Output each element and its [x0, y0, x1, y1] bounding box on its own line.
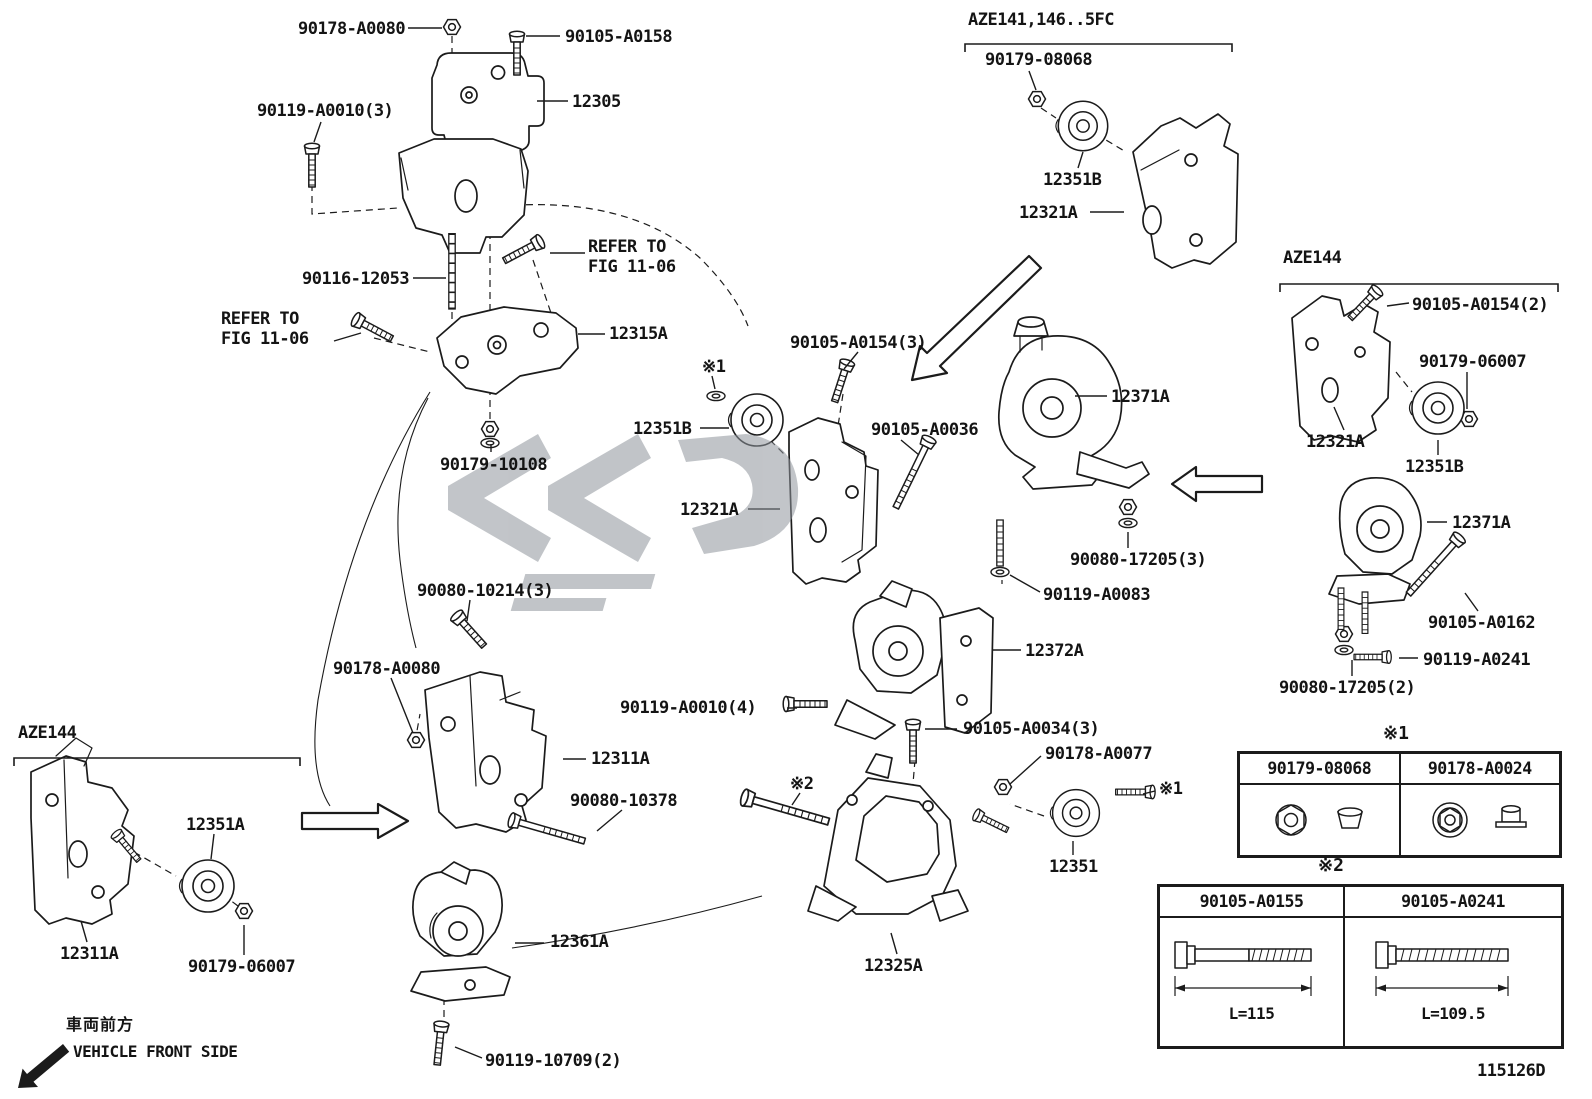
part-label-12321A-right: 12321A [1306, 432, 1365, 452]
refer-note-left: REFER TO FIG 11-06 [221, 309, 309, 350]
part-label-12315A: 12315A [609, 324, 668, 344]
bolt-length-label: L=115 [1228, 1004, 1275, 1023]
part-label-12351A: 12351A [186, 815, 245, 835]
part-label-90080-10214-3: 90080-10214(3) [417, 581, 554, 601]
part-label-90080-17205-2: 90080-17205(2) [1279, 678, 1416, 698]
part-label-90179-06007-left: 90179-06007 [188, 957, 296, 977]
table-icon-cell [1239, 784, 1400, 856]
vehicle-front-label-en: VEHICLE FRONT SIDE [73, 1042, 238, 1061]
figure-code: 115126D [1477, 1061, 1546, 1081]
part-drawing-12321A-right [1291, 295, 1391, 443]
flanged-nut-side-icon [1495, 805, 1527, 828]
part-label-12372A: 12372A [1025, 641, 1084, 661]
bolt-length-label: L=109.5 [1421, 1004, 1485, 1023]
part-label-90119-A0241: 90119-A0241 [1423, 650, 1531, 670]
header-brackets [13, 43, 1559, 766]
part-label-90178-A0077: 90178-A0077 [1045, 744, 1153, 764]
bolt-drawing [1375, 941, 1509, 996]
header-aze144-left: AZE144 [18, 723, 77, 743]
ref-mark-1-b: ※1 [1159, 779, 1183, 799]
part-label-90105-A0034-3: 90105-A0034(3) [963, 719, 1100, 739]
direction-arrow [300, 802, 410, 840]
table-icon-cell [1399, 784, 1560, 856]
part-label-90179-08068: 90179-08068 [985, 50, 1093, 70]
table-bolt-cell: L=109.5 [1344, 917, 1562, 1047]
part-label-90116-12053: 90116-12053 [302, 269, 410, 289]
hardware-table-1: 90179-08068 90178-A0024 [1237, 751, 1562, 858]
part-drawing-12311A-center [424, 671, 547, 833]
part-label-12351B-top: 12351B [1043, 170, 1102, 190]
part-label-12351: 12351 [1049, 857, 1098, 877]
watermark-logo [448, 434, 799, 611]
part-label-12371A-center: 12371A [1111, 387, 1170, 407]
part-label-12321A-center: 12321A [680, 500, 739, 520]
part-label-12351B-right: 12351B [1405, 457, 1464, 477]
table1-marker: ※1 [1383, 723, 1409, 744]
part-label-12325A: 12325A [864, 956, 923, 976]
table-part-number: 90178-A0024 [1399, 753, 1560, 784]
part-label-90179-06007-right: 90179-06007 [1419, 352, 1527, 372]
part-drawings [30, 52, 1422, 1002]
part-label-12361A: 12361A [550, 932, 609, 952]
part-label-12321A-top: 12321A [1019, 203, 1078, 223]
part-label-90119-A0083: 90119-A0083 [1043, 585, 1151, 605]
part-label-90105-A0158: 90105-A0158 [565, 27, 673, 47]
direction-arrow [1170, 465, 1264, 503]
vehicle-front-arrow [18, 1044, 70, 1088]
refer-note-right: REFER TO FIG 11-06 [588, 237, 676, 278]
part-label-90105-A0154-2: 90105-A0154(2) [1412, 295, 1549, 315]
direction-arrow [910, 254, 1043, 382]
part-label-90178-A0080-2: 90178-A0080 [333, 659, 441, 679]
table-part-number: 90179-08068 [1239, 753, 1400, 784]
header-aze141-146-5fc: AZE141,146..5FC [968, 10, 1115, 30]
bolt-drawing [1173, 941, 1312, 996]
bolt-table: 90105-A0155 90105-A0241 L=115 [1157, 884, 1564, 1049]
part-label-12305: 12305 [572, 92, 621, 112]
flanged-nut-front-icon [1432, 802, 1468, 838]
part-label-90105-A0162: 90105-A0162 [1428, 613, 1536, 633]
part-label-90179-10108: 90179-10108 [440, 455, 548, 475]
nut-side-icon [1337, 807, 1364, 829]
part-label-90178-A0080: 90178-A0080 [298, 19, 406, 39]
part-label-90119-A0010-3: 90119-A0010(3) [257, 101, 394, 121]
part-label-90119-10709-2: 90119-10709(2) [485, 1051, 622, 1071]
table2-marker: ※2 [1318, 855, 1344, 876]
ref-mark-2: ※2 [790, 774, 814, 794]
table-part-number: 90105-A0241 [1344, 886, 1562, 917]
leader-lines [80, 27, 1479, 1059]
vehicle-front-label-jp: 車両前方 [66, 1015, 135, 1034]
table-bolt-cell: L=115 [1159, 917, 1344, 1047]
part-label-90119-A0010-4: 90119-A0010(4) [620, 698, 757, 718]
part-label-90080-17205-3: 90080-17205(3) [1070, 550, 1207, 570]
part-label-90080-10378: 90080-10378 [570, 791, 678, 811]
part-label-12351B-center: 12351B [633, 419, 692, 439]
table-part-number: 90105-A0155 [1159, 886, 1344, 917]
nut-front-icon [1275, 804, 1307, 836]
part-label-12311A-center: 12311A [591, 749, 650, 769]
ref-mark-1-a: ※1 [702, 357, 726, 377]
direction-arrows [300, 254, 1264, 840]
part-label-12311A-left: 12311A [60, 944, 119, 964]
part-label-12371A-right: 12371A [1452, 513, 1511, 533]
header-aze144-right: AZE144 [1283, 248, 1342, 268]
part-label-90105-A0036: 90105-A0036 [871, 420, 979, 440]
part-label-90105-A0154-3: 90105-A0154(3) [790, 333, 927, 353]
